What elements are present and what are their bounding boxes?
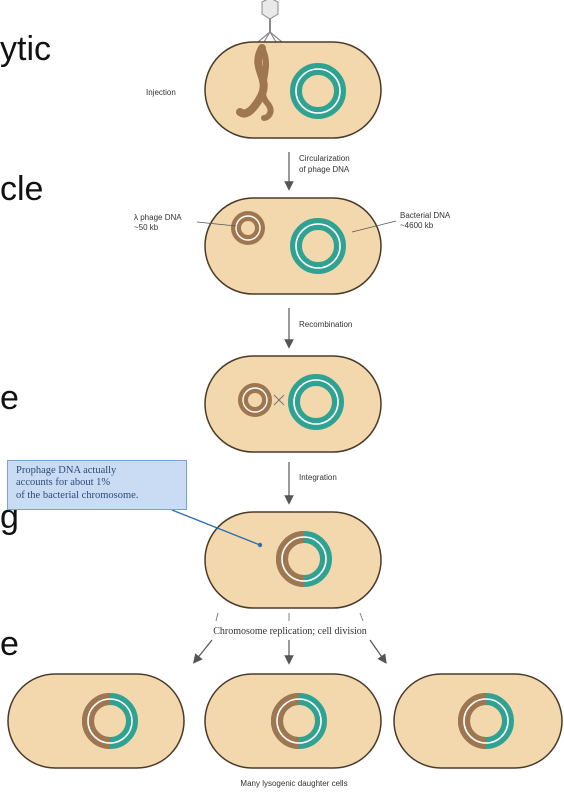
label-circularization-1: Circularization [299,154,350,163]
label-recombination: Recombination [299,320,352,329]
daughter-cell-right [394,674,562,768]
label-circularization-2: of phage DNA [299,165,350,174]
callout-line-3: of the bacterial chromosome. [16,490,178,502]
arrow-daughter-left [196,640,212,660]
cell-integrated [205,512,381,608]
callout-line-1: Prophage DNA actually [16,465,178,477]
daughter-cell-left [8,674,184,768]
bacteriophage-icon [258,0,282,42]
label-bacterial-dna-2: ~4600 kb [400,221,434,230]
prophage-callout-box: Prophage DNA actually accounts for about… [7,460,187,510]
label-injection: Injection [146,88,176,97]
label-replication: Chromosome replication; cell division [213,626,367,637]
arrow-daughter-right [370,640,384,660]
label-phage-dna-1: λ phage DNA [134,213,182,222]
label-phage-dna-2: ~50 kb [134,223,159,232]
label-bacterial-dna-1: Bacterial DNA [400,211,451,220]
label-daughter-cells: Many lysogenic daughter cells [240,779,347,788]
label-integration: Integration [299,473,337,482]
callout-line-2: accounts for about 1% [16,477,178,489]
daughter-cell-center [205,674,381,768]
